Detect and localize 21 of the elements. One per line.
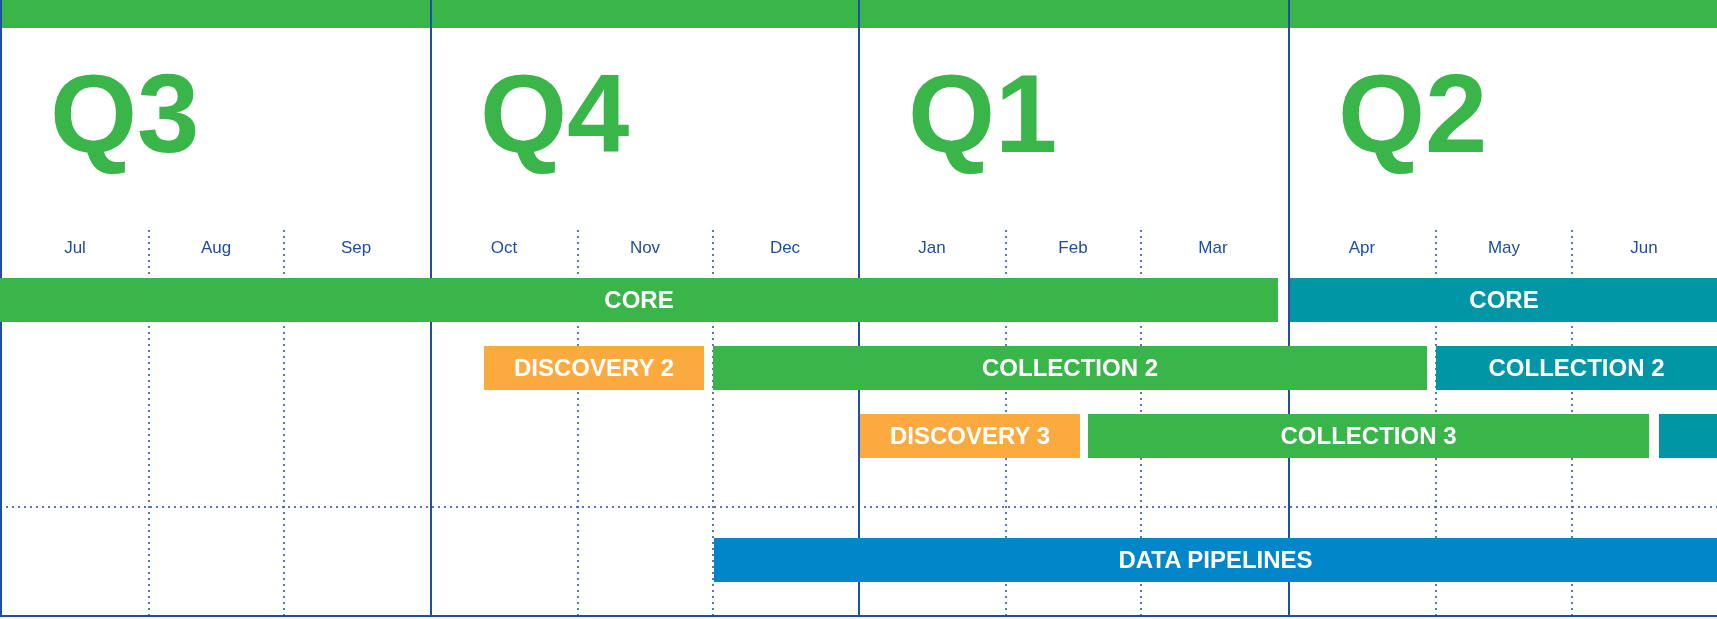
month-label: Feb — [1057, 238, 1089, 258]
month-label: Aug — [199, 238, 233, 258]
timeline-bar — [1659, 414, 1717, 458]
month-label: Nov — [628, 238, 662, 258]
month-label: Oct — [489, 238, 519, 258]
timeline-bar: DISCOVERY 2 — [484, 346, 704, 390]
timeline-bar: CORE — [0, 278, 1278, 322]
timeline-bar: DATA PIPELINES — [714, 538, 1717, 582]
month-label: Sep — [339, 238, 373, 258]
timeline-bar: COLLECTION 3 — [1088, 414, 1649, 458]
timeline-bar: COLLECTION 2 — [713, 346, 1427, 390]
timeline-bar: CORE — [1290, 278, 1717, 322]
timeline-bar: DISCOVERY 3 — [860, 414, 1080, 458]
month-label: Jun — [1629, 238, 1659, 258]
month-label: May — [1486, 238, 1522, 258]
month-label: Dec — [768, 238, 802, 258]
timeline-bar: COLLECTION 2 — [1436, 346, 1717, 390]
month-label: Apr — [1347, 238, 1377, 258]
month-label: Jan — [917, 238, 947, 258]
month-label: Jul — [63, 238, 87, 258]
month-label: Mar — [1197, 238, 1229, 258]
